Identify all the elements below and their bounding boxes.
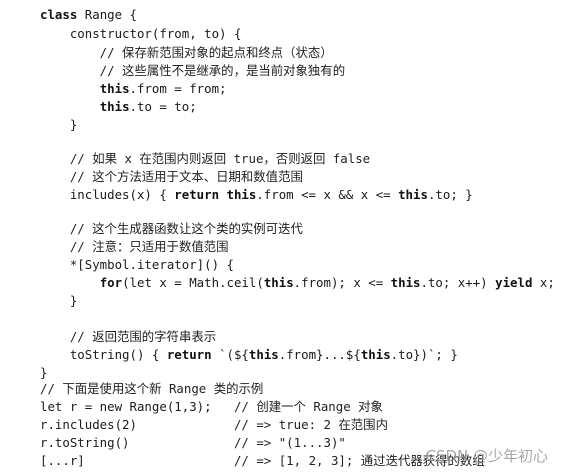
code-line: // 这些属性不是继承的，是当前对象独有的 [40, 62, 345, 80]
code-text [40, 99, 100, 114]
code-line: r.includes(2) // => true: 2 在范围内 [40, 416, 388, 434]
code-line: toString() { return `(${this.from}...${t… [40, 346, 458, 364]
code-line: // 注意：只适用于数值范围 [40, 238, 229, 256]
code-text: x; [532, 275, 555, 290]
code-keyword: this [99, 99, 130, 114]
code-text: .to; x++) [420, 275, 496, 290]
code-comment: // => "(1...3)" [233, 435, 346, 450]
code-line: constructor(from, to) { [40, 25, 242, 43]
code-line: } [40, 364, 47, 382]
code-text [40, 275, 100, 290]
code-line: for(let x = Math.ceil(this.from); x <= t… [40, 274, 555, 292]
code-line: let r = new Range(1,3); // 创建一个 Range 对象 [40, 398, 383, 416]
code-keyword: class [40, 7, 78, 22]
code-keyword: this [360, 347, 391, 362]
code-comment: // 这个方法适用于文本、日期和数值范围 [40, 169, 303, 184]
code-text: (let x = Math.ceil( [122, 275, 264, 290]
code-comment: // 创建一个 Range 对象 [233, 399, 383, 414]
code-text: Range { [77, 7, 137, 22]
code-keyword: this [99, 81, 130, 96]
code-comment: // => true: 2 在范围内 [233, 417, 388, 432]
code-text: .from}...${ [278, 347, 361, 362]
code-line: // 这个生成器函数让这个类的实例可迭代 [40, 220, 303, 238]
code-text: let r = new Range(1,3); [40, 399, 234, 414]
code-line: class Range { [40, 6, 137, 24]
code-line: [...r] // => [1, 2, 3]; 通过迭代器获得的数组 [40, 452, 485, 470]
code-text: `(${ [211, 347, 249, 362]
code-comment: // 如果 x 在范围内则返回 true，否则返回 false [40, 151, 371, 166]
code-text: includes(x) { [40, 187, 175, 202]
code-text: .to; } [427, 187, 473, 202]
code-comment: // 这些属性不是继承的，是当前对象独有的 [40, 63, 346, 78]
code-line: // 这个方法适用于文本、日期和数值范围 [40, 168, 303, 186]
code-line: // 下面是使用这个新 Range 类的示例 [40, 380, 263, 398]
code-line: includes(x) { return this.from <= x && x… [40, 186, 473, 204]
code-keyword: for [99, 275, 123, 290]
code-text: toString() { [40, 347, 167, 362]
code-keyword: this [248, 347, 279, 362]
code-keyword: yield [495, 275, 533, 290]
code-line: r.toString() // => "(1...3)" [40, 434, 346, 452]
code-keyword: this [263, 275, 294, 290]
code-text: } [40, 293, 78, 308]
code-text: } [40, 117, 78, 132]
code-line: this.from = from; [40, 80, 227, 98]
code-line: } [40, 292, 77, 310]
code-text: .from = from; [129, 81, 227, 96]
code-line: *[Symbol.iterator]() { [40, 256, 234, 274]
code-keyword: this [398, 187, 428, 202]
code-keyword: return this [174, 187, 257, 202]
code-text [40, 81, 100, 96]
code-line: this.to = to; [40, 98, 197, 116]
code-text: } [40, 365, 48, 380]
code-comment: // 返回范围的字符串表示 [40, 329, 217, 344]
code-line: // 保存新范围对象的起点和终点（状态） [40, 44, 333, 62]
code-text: .to = to; [129, 99, 197, 114]
code-comment: // 注意：只适用于数值范围 [40, 239, 229, 254]
code-text: .to})`; } [390, 347, 458, 362]
code-line: } [40, 116, 77, 134]
code-text: constructor(from, to) { [40, 26, 242, 41]
code-text: *[Symbol.iterator]() { [40, 257, 234, 272]
code-comment: // => [1, 2, 3]; 通过迭代器获得的数组 [233, 453, 485, 468]
code-comment: // 这个生成器函数让这个类的实例可迭代 [40, 221, 303, 236]
code-text: .from); x <= [293, 275, 391, 290]
code-text: .from <= x && x <= [256, 187, 399, 202]
code-line: // 返回范围的字符串表示 [40, 328, 216, 346]
watermark: CSDN @少年初心 [425, 447, 548, 465]
code-comment: // 保存新范围对象的起点和终点（状态） [40, 45, 333, 60]
code-text: r.includes(2) [40, 417, 234, 432]
code-comment: // 下面是使用这个新 Range 类的示例 [40, 381, 264, 396]
code-text: [...r] [40, 453, 234, 468]
code-text: r.toString() [40, 435, 234, 450]
code-keyword: this [390, 275, 421, 290]
code-line: // 如果 x 在范围内则返回 true，否则返回 false [40, 150, 370, 168]
code-keyword: return [166, 347, 212, 362]
